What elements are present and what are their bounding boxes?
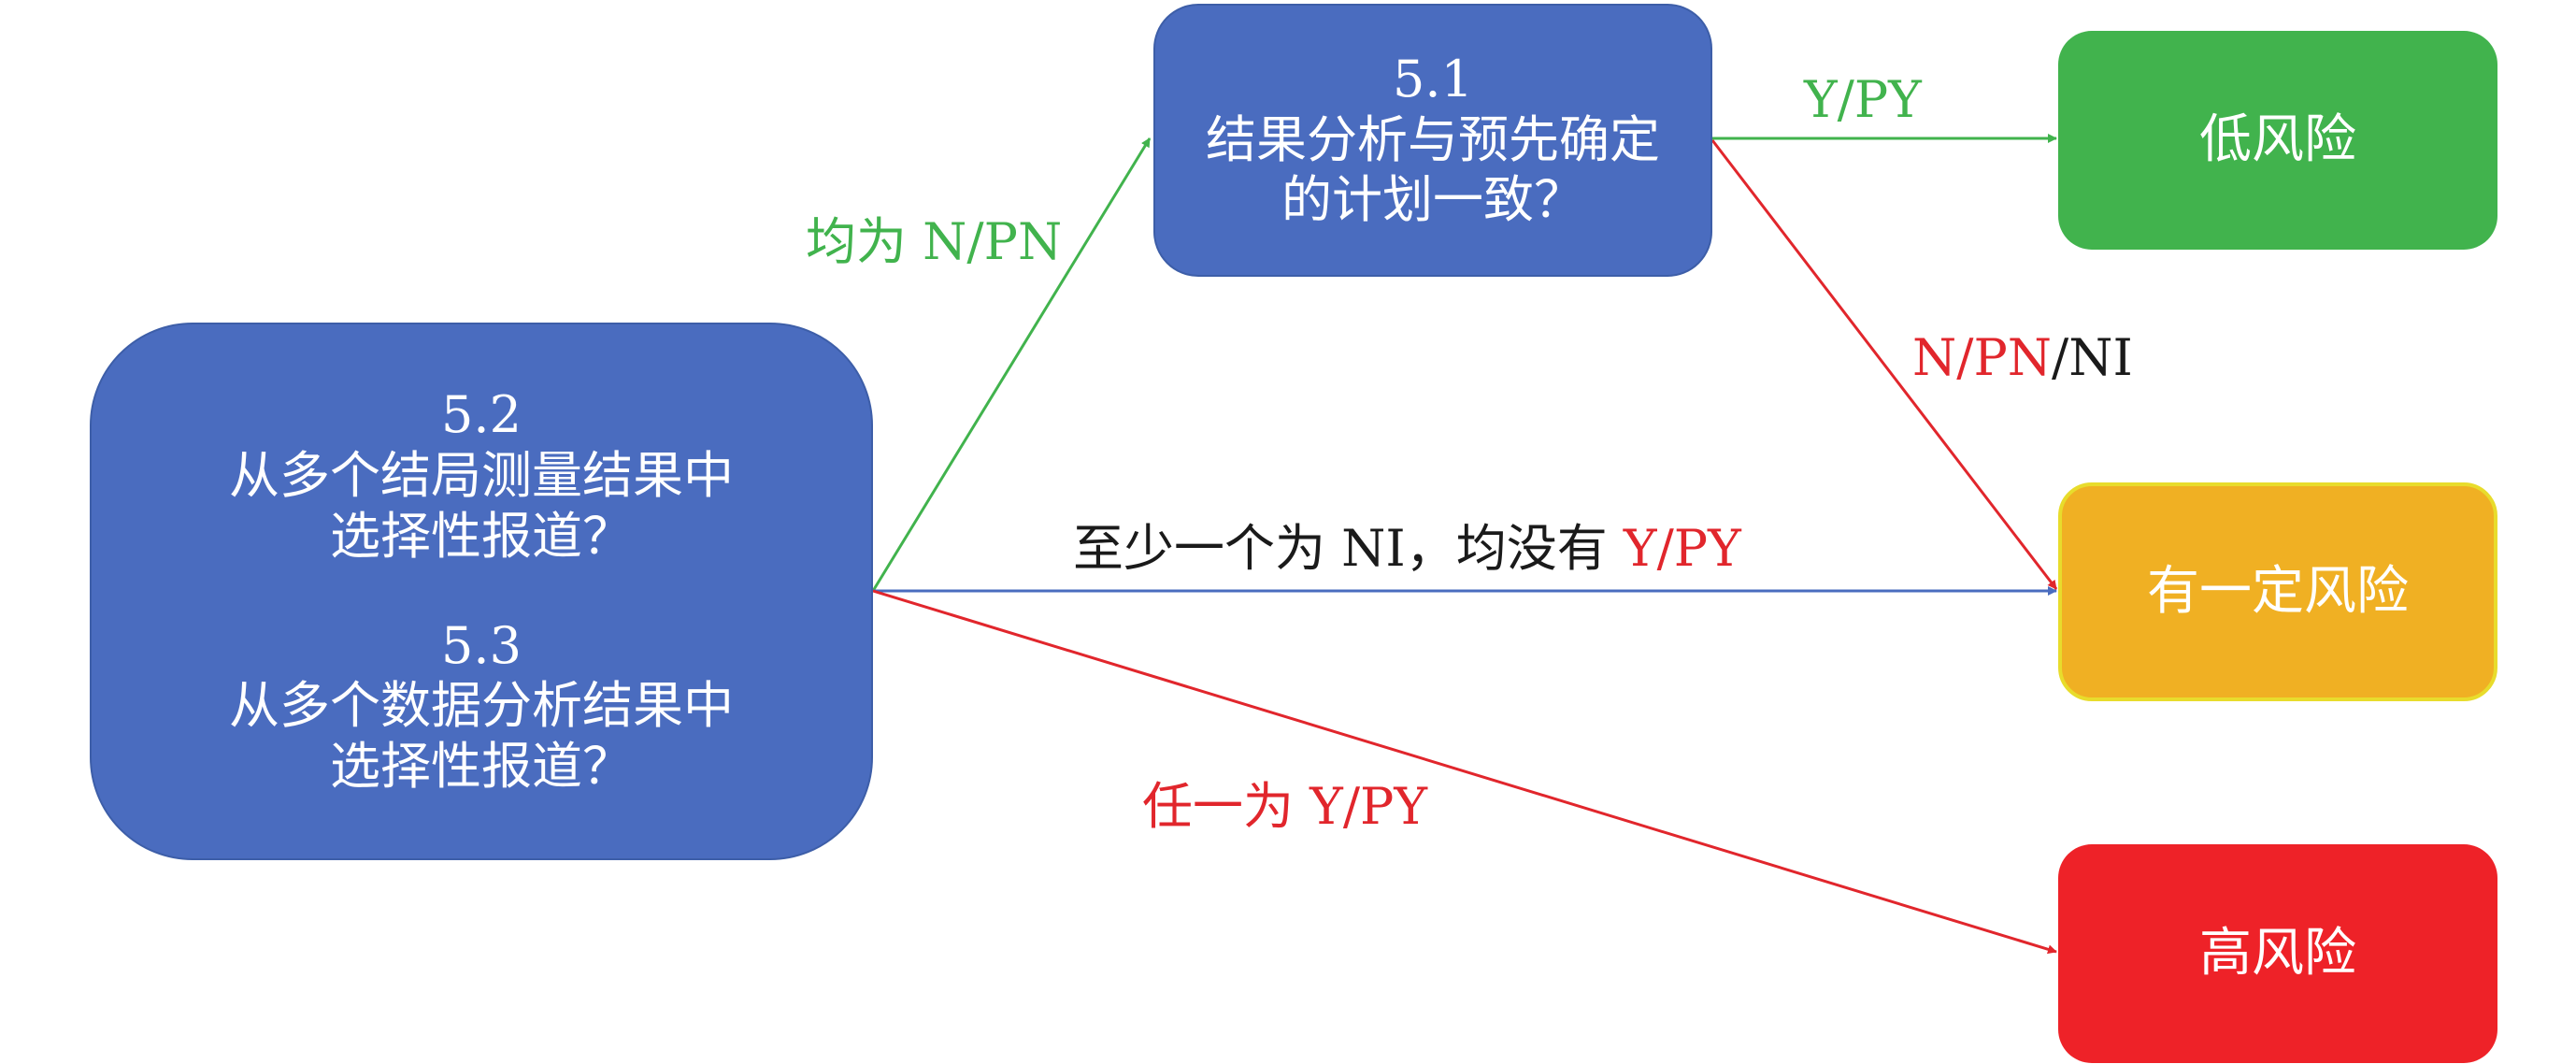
q-5-3-line2: 选择性报道？	[330, 737, 633, 797]
arrow-q2-to-q1	[871, 137, 1152, 592]
q-5-2-line1: 从多个结局测量结果中	[229, 445, 734, 505]
edge-label-at-least-one-ni: 至少一个为 NI，均没有 Y/PY	[1073, 524, 1741, 574]
edge-label-q1-n-pn: N/PN	[1912, 328, 2053, 387]
question-5-2-5-3-box: 5.2 从多个结局测量结果中 选择性报道？ 5.3 从多个数据分析结果中 选择性…	[90, 323, 873, 860]
edge-label-q1-n-pn-ni: N/PN/NI	[1912, 333, 2133, 383]
high-risk-label: 高风险	[2199, 923, 2356, 985]
q-5-2-line2: 选择性报道？	[330, 506, 633, 566]
q-5-1-number: 5.1	[1393, 49, 1473, 108]
some-risk-label: 有一定风险	[2147, 561, 2409, 623]
q-5-3-number: 5.3	[441, 615, 522, 675]
edge-label-all-n-pn: 均为 N/PN	[806, 212, 1063, 271]
edge-label-at-least-one-ni-ypy: Y/PY	[1623, 519, 1741, 578]
question-5-1-box: 5.1 结果分析与预先确定 的计划一致？	[1153, 4, 1712, 277]
q-5-1-line2: 的计划一致？	[1281, 170, 1584, 230]
low-risk-label: 低风险	[2199, 109, 2356, 171]
some-risk-box: 有一定风险	[2058, 482, 2497, 701]
edge-label-at-least-one-ni-text: 至少一个为 NI，均没有	[1073, 519, 1624, 578]
high-risk-box: 高风险	[2058, 844, 2497, 1063]
q-5-3-line1: 从多个数据分析结果中	[229, 676, 734, 736]
edge-label-q1-y-py: Y/PY	[1804, 70, 1922, 129]
low-risk-box: 低风险	[2058, 31, 2497, 250]
q-5-2-number: 5.2	[441, 385, 522, 445]
edge-label-any-y-py: 任一为 Y/PY	[1142, 777, 1427, 836]
q-5-1-line1: 结果分析与预先确定	[1206, 109, 1660, 169]
arrow-q1-to-some-risk	[1710, 139, 2058, 590]
arrow-q2-to-high-risk	[872, 589, 2057, 955]
edge-label-q1-ni: /NI	[2052, 328, 2133, 387]
